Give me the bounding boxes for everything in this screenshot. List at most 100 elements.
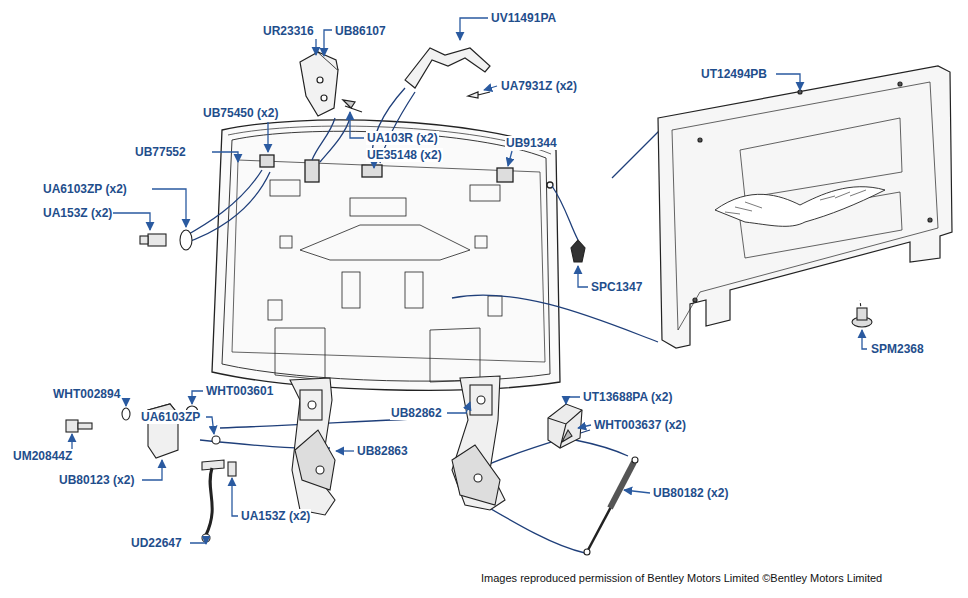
insulation-liner [725, 190, 866, 214]
bonnet-panel [232, 160, 545, 362]
leader-arrow [267, 122, 268, 152]
leader-arrow [206, 417, 214, 434]
buffer-block [548, 404, 582, 448]
bonnet-panel [470, 185, 500, 201]
part-number: UV11491PA [490, 11, 557, 25]
part-number: UD22647 [130, 536, 183, 550]
assembly-line [320, 118, 350, 162]
leader-arrow [373, 163, 374, 168]
bonnet-hinge [290, 378, 335, 515]
leader-arrow [71, 434, 72, 449]
bonnet-hinge [474, 474, 482, 482]
hinge-bracket [318, 52, 338, 70]
latch-bracket [468, 92, 490, 98]
leader-arrow [350, 112, 364, 138]
latch-bracket [405, 48, 490, 88]
bonnet-panel [280, 236, 292, 248]
bonnet-panel [488, 296, 502, 316]
leader-arrow [624, 490, 650, 493]
part-number: WHT002894 [52, 387, 121, 401]
assembly-line [182, 170, 262, 238]
latch-bracket [405, 48, 490, 98]
part-number: UB80123 (x2) [58, 473, 135, 487]
bonnet-panel [405, 272, 423, 308]
bonnet-hinge [300, 390, 322, 420]
gas-strut [610, 462, 634, 508]
part-number: UA7931Z (x2) [500, 79, 578, 93]
leader-arrow [460, 18, 488, 40]
leader-arrow [336, 450, 354, 451]
buffer-block [548, 404, 582, 448]
leader-arrow [142, 460, 162, 480]
leader-arrow [72, 18, 867, 544]
leader-arrow [578, 425, 591, 428]
part-number: WHT003637 (x2) [593, 418, 687, 432]
copyright-note: Images reproduced permission of Bentley … [480, 571, 883, 585]
leader-arrow [152, 189, 186, 227]
leader-arrow [447, 402, 470, 413]
assembly-line [552, 186, 578, 240]
bonnet-hinge [452, 376, 505, 510]
bonnet-panel [362, 165, 382, 177]
part-number: UA153Z (x2) [240, 509, 311, 523]
part-number: SPM2368 [870, 342, 925, 356]
assembly-line [182, 172, 270, 244]
fixing-hardware [212, 436, 220, 444]
fixing-hardware [140, 236, 148, 244]
leader-arrow [125, 401, 126, 406]
bonnet-panel [475, 236, 487, 248]
part-number: SPC1347 [590, 280, 643, 294]
bonnet-panel [342, 272, 360, 308]
insulation-liner [693, 298, 697, 302]
insulation-liner [740, 118, 902, 198]
leader-arrow [484, 86, 497, 90]
insulation-liner [798, 90, 802, 94]
bonnet-panel [275, 328, 325, 380]
leader-arrow [315, 39, 316, 55]
bonnet-panel [212, 120, 560, 390]
assembly-line [452, 295, 658, 342]
bonnet-hinge [290, 376, 505, 515]
hinge-bracket [343, 100, 362, 112]
leader-arrow [232, 478, 238, 516]
bonnet-hinge [452, 445, 500, 505]
part-number: UB91344 [505, 136, 558, 150]
part-number: UA6103ZP (x2) [42, 182, 128, 196]
bonnet-hinge [295, 430, 335, 490]
fixing-hardware [202, 534, 210, 542]
leader-arrow [578, 266, 588, 287]
part-number: UM20844Z [12, 449, 73, 463]
part-number: UB80182 (x2) [652, 486, 729, 500]
bonnet-panel [430, 328, 480, 382]
fixing-hardware [228, 462, 236, 476]
bonnet-panel [270, 180, 300, 196]
part-number: UB82863 [356, 444, 409, 458]
bonnet-panel [260, 155, 274, 167]
part-number: UE35148 (x2) [366, 148, 443, 162]
part-number: UA6103ZP [140, 410, 201, 424]
buffer-block [562, 430, 572, 442]
bonnet-panel [305, 160, 319, 182]
fixing-hardware [66, 420, 78, 432]
fixing-hardware [148, 234, 166, 246]
leader-arrow [566, 397, 580, 404]
assembly-line [312, 118, 335, 160]
leader-arrow [212, 152, 238, 162]
panel-clip [571, 240, 872, 327]
insulation-liner [928, 218, 932, 222]
leader-arrow [324, 30, 332, 56]
bonnet-panel [300, 225, 470, 260]
leader-arrow [776, 74, 800, 90]
assembly-line [575, 440, 628, 456]
bonnet-panel [268, 300, 282, 320]
part-number: WHT003601 [205, 384, 274, 398]
part-number: UB77552 [134, 145, 187, 159]
fixing-hardware [180, 230, 192, 250]
bonnet-panel [212, 120, 560, 390]
part-number: UB86107 [334, 24, 387, 38]
gas-strut [584, 549, 590, 555]
gas-strut [584, 457, 638, 555]
leader-arrow [862, 330, 867, 349]
part-number: UA153Z (x2) [42, 206, 113, 220]
